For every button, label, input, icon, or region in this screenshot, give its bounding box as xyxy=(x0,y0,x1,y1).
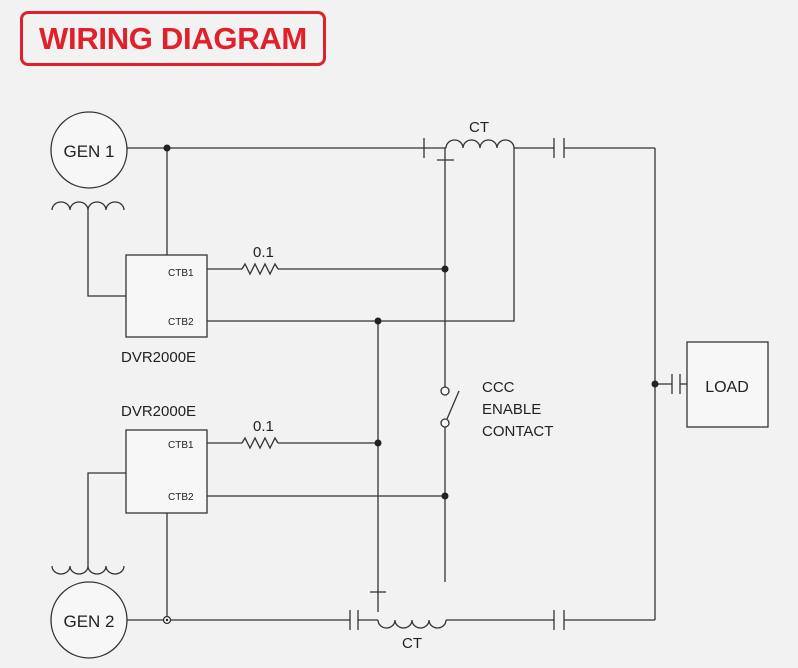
reg-bottom-name: DVR2000E xyxy=(121,403,196,420)
gen2-sense-coil xyxy=(51,565,125,575)
ccc-line1: CCC xyxy=(482,379,515,396)
reg-top-name: DVR2000E xyxy=(121,349,196,366)
ccc-line2: ENABLE xyxy=(482,401,541,418)
reg-top-ctb1: CTB1 xyxy=(168,268,194,279)
page-title: WIRING DIAGRAM xyxy=(39,20,307,56)
resistor-bottom xyxy=(241,436,279,450)
reg-top-ctb2: CTB2 xyxy=(168,317,194,328)
junction-dots xyxy=(162,144,659,625)
resistor-top-label: 0.1 xyxy=(253,244,274,261)
gen2-label: GEN 2 xyxy=(63,612,114,631)
gen1-label: GEN 1 xyxy=(63,142,114,161)
generator-2: GEN 2 xyxy=(50,581,128,659)
title-box: WIRING DIAGRAM xyxy=(20,11,326,66)
load-box: LOAD xyxy=(686,341,769,428)
resistor-top xyxy=(241,262,279,276)
gen1-sense-coil xyxy=(51,201,125,211)
reg-bottom-ctb2: CTB2 xyxy=(168,492,194,503)
regulator-bottom: CTB1 CTB2 DVR2000E xyxy=(121,403,208,514)
ct-top-label: CT xyxy=(469,119,489,136)
wiring xyxy=(87,138,687,630)
ct-bottom-label: CT xyxy=(402,635,422,652)
ct-bottom-coil xyxy=(377,619,447,629)
ccc-line3: CONTACT xyxy=(482,423,553,440)
regulator-top: CTB1 CTB2 DVR2000E xyxy=(121,254,208,366)
ct-top-coil xyxy=(445,139,515,149)
generator-1: GEN 1 xyxy=(50,111,128,189)
reg-bottom-ctb1: CTB1 xyxy=(168,440,194,451)
resistor-bottom-label: 0.1 xyxy=(253,418,274,435)
load-label: LOAD xyxy=(705,379,749,396)
